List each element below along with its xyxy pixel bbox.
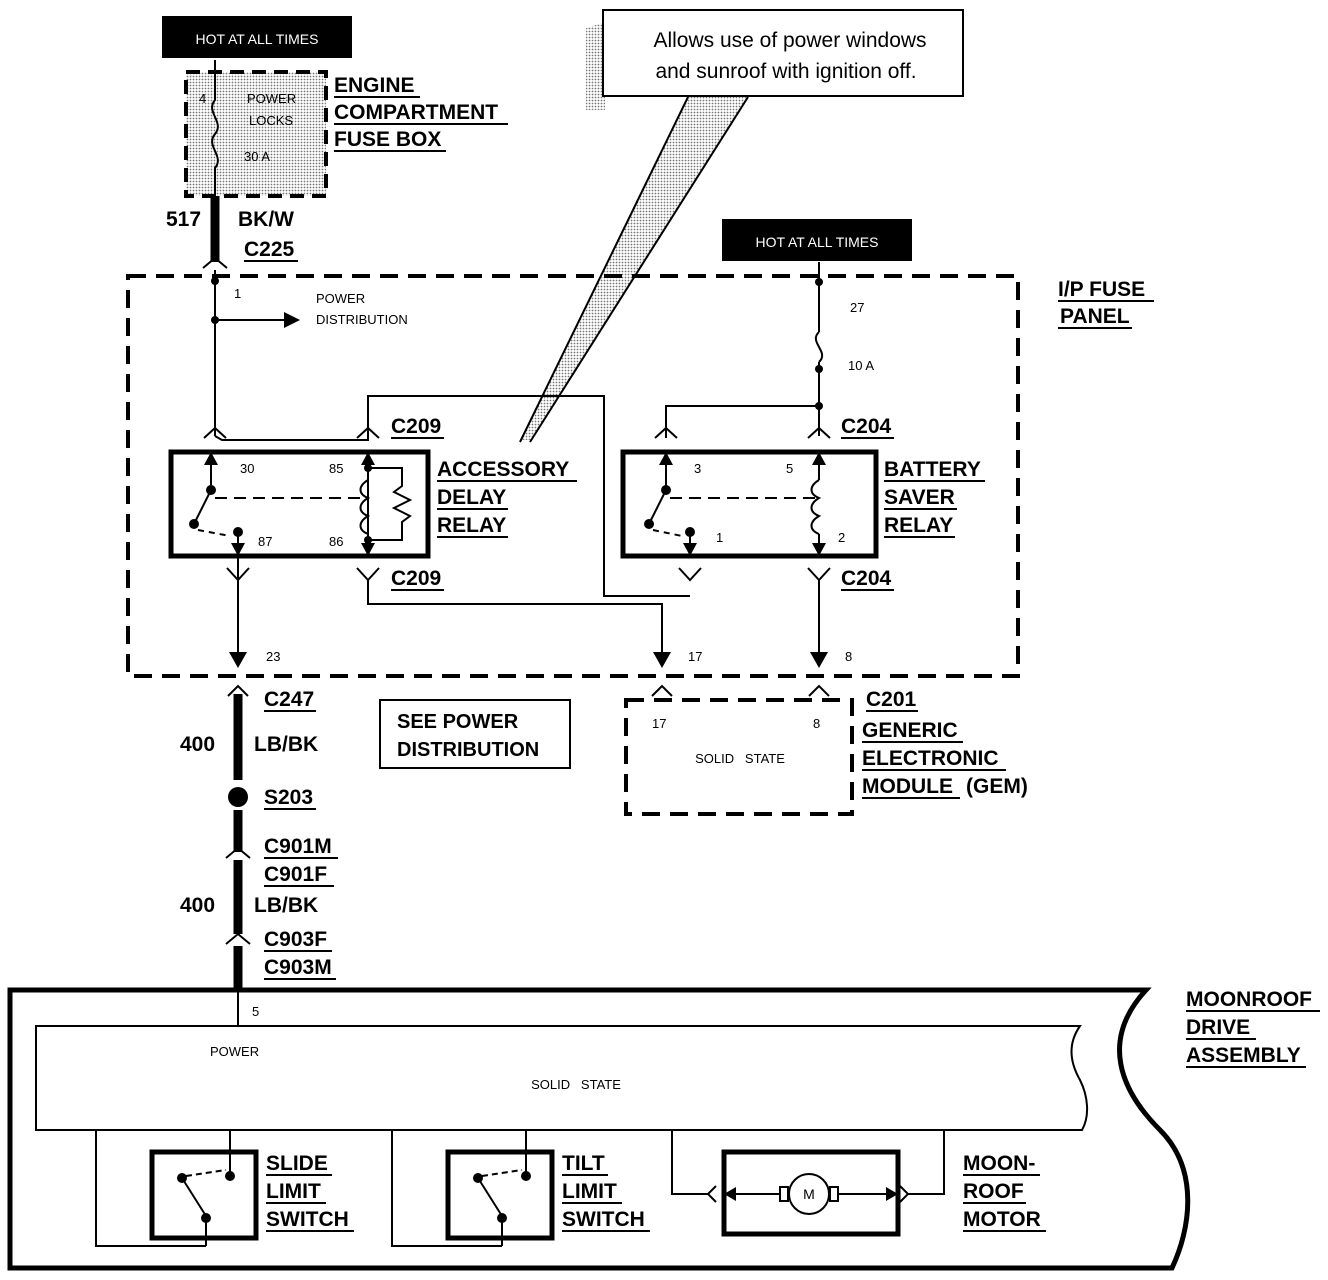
see-power-line-1: SEE POWER <box>397 711 519 733</box>
wire-517-color: BK/W <box>238 208 294 231</box>
tilt-switch-title-2: LIMIT <box>562 1180 617 1203</box>
ip-pin-17: 17 <box>688 649 702 664</box>
moonroof-title-2: DRIVE <box>1186 1016 1250 1039</box>
slide-switch-title-3: SWITCH <box>266 1208 349 1231</box>
see-power-line-2: DISTRIBUTION <box>397 739 539 761</box>
moonroof-power: POWER <box>210 1044 259 1059</box>
acc-pin-87: 87 <box>258 534 272 549</box>
motor-letter: M <box>803 1186 815 1202</box>
moonroof-title-3: ASSEMBLY <box>1186 1044 1301 1067</box>
bat-pin-2: 2 <box>838 530 845 545</box>
acc-pin-86: 86 <box>329 534 343 549</box>
wire-517: 517 BK/W C225 <box>166 196 298 269</box>
connector-c901f: C901F <box>264 863 327 886</box>
hot-label-text: HOT AT ALL TIMES <box>756 234 879 250</box>
callout-note: Allows use of power windows and sunroof … <box>519 9 964 443</box>
wire-400-color-1: LB/BK <box>254 733 318 756</box>
hot-label-engine: HOT AT ALL TIMES <box>162 16 352 58</box>
ip-panel-title-2: PANEL <box>1060 305 1130 328</box>
gem-title-1: GENERIC <box>862 719 958 742</box>
wire-400: C247 400 LB/BK S203 C901M C901F 400 LB/B… <box>180 684 338 988</box>
moonroof-solid-state: SOLID STATE <box>531 1077 621 1092</box>
moonroof-pin-5: 5 <box>252 1004 259 1019</box>
tilt-switch-title-1: TILT <box>562 1152 605 1175</box>
gem-module: 17 8 SOLID STATE C201 GENERIC ELECTRONIC… <box>624 684 1028 816</box>
engine-box-title-3: FUSE BOX <box>334 128 441 151</box>
slide-switch-title-1: SLIDE <box>266 1152 328 1175</box>
gem-pin-17: 17 <box>652 716 666 731</box>
wire-400-color-2: LB/BK <box>254 894 318 917</box>
bat-pin-5: 5 <box>786 461 793 476</box>
ip-pin-27: 27 <box>850 300 864 315</box>
callout-line-1: Allows use of power windows <box>653 29 926 52</box>
gem-title-2: ELECTRONIC <box>862 747 999 770</box>
hot-label-text: HOT AT ALL TIMES <box>196 31 319 47</box>
wire-400-number-1: 400 <box>180 733 215 756</box>
ip-pin-23: 23 <box>266 649 280 664</box>
acc-relay-title-3: RELAY <box>437 514 506 537</box>
engine-fuse-box: 4 POWER LOCKS 30 A ENGINE COMPARTMENT FU… <box>184 60 508 200</box>
fuse-rating: 30 A <box>244 149 270 164</box>
wire-517-number: 517 <box>166 208 201 231</box>
splice-s203: S203 <box>264 786 313 809</box>
engine-box-title-1: ENGINE <box>334 74 415 97</box>
gem-solid-state: SOLID STATE <box>695 751 785 766</box>
slide-switch-title-2: LIMIT <box>266 1180 321 1203</box>
connector-c204-top: C204 <box>841 415 892 438</box>
power-distribution-1: POWER <box>316 291 365 306</box>
connector-c247: C247 <box>264 688 314 711</box>
connector-c209-top: C209 <box>391 415 441 438</box>
acc-relay-title-2: DELAY <box>437 486 506 509</box>
fuse-name-line-1: POWER <box>247 91 296 106</box>
wire-400-number-2: 400 <box>180 894 215 917</box>
motor-title-1: MOON- <box>963 1152 1035 1175</box>
hot-label-ip: HOT AT ALL TIMES <box>722 219 912 261</box>
gem-pin-8: 8 <box>813 716 820 731</box>
see-power-distribution-box: SEE POWER DISTRIBUTION <box>379 699 571 769</box>
moonroof-drive-assembly: MOONROOF DRIVE ASSEMBLY 5 POWER SOLID ST… <box>7 987 1320 1271</box>
connector-c209-bottom: C209 <box>391 567 441 590</box>
connector-c901m: C901M <box>264 835 332 858</box>
bat-relay-title-2: SAVER <box>884 486 955 509</box>
fuse-name-line-2: LOCKS <box>249 113 293 128</box>
motor-title-2: ROOF <box>963 1180 1024 1203</box>
bat-pin-1: 1 <box>716 530 723 545</box>
power-distribution-2: DISTRIBUTION <box>316 312 408 327</box>
bat-relay-title-1: BATTERY <box>884 458 981 481</box>
tilt-switch-title-3: SWITCH <box>562 1208 645 1231</box>
ip-pin-8: 8 <box>845 649 852 664</box>
motor-title-3: MOTOR <box>963 1208 1041 1231</box>
connector-c903m: C903M <box>264 956 332 979</box>
connector-c204-bottom: C204 <box>841 567 892 590</box>
connector-c225: C225 <box>244 238 295 261</box>
acc-relay-title-1: ACCESSORY <box>437 458 569 481</box>
gem-title-module: MODULE <box>862 775 953 798</box>
bat-pin-3: 3 <box>694 461 701 476</box>
ip-fuse-panel: I/P FUSE PANEL 1 POWER DISTRIBUTION 27 1… <box>126 262 1154 678</box>
engine-box-title-2: COMPARTMENT <box>334 101 498 124</box>
bat-relay-title-3: RELAY <box>884 514 953 537</box>
gem-title-abbr: (GEM) <box>966 775 1028 798</box>
callout-line-2: and sunroof with ignition off. <box>655 60 916 83</box>
connector-c201: C201 <box>866 688 917 711</box>
fuse-10a: 10 A <box>848 358 874 373</box>
moonroof-title-1: MOONROOF <box>1186 988 1312 1011</box>
acc-pin-85: 85 <box>329 461 343 476</box>
connector-c903f: C903F <box>264 928 327 951</box>
ip-panel-title-1: I/P FUSE <box>1058 278 1145 301</box>
ip-pin-1: 1 <box>234 286 241 301</box>
fuse-pin-4: 4 <box>199 91 206 106</box>
acc-pin-30: 30 <box>240 461 254 476</box>
